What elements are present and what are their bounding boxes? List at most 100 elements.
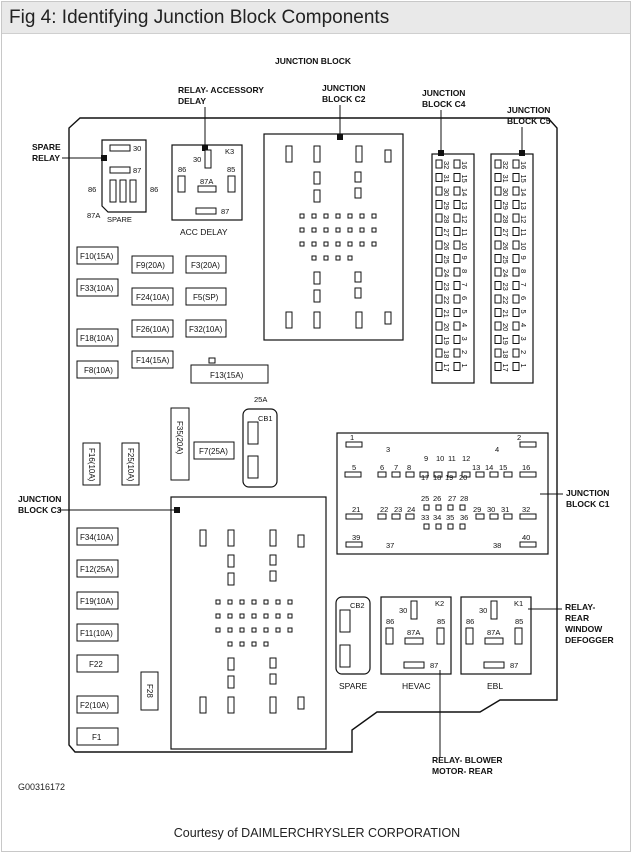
c1-pin-number: 33 <box>421 513 429 522</box>
connector-pin-number: 17 <box>501 364 510 372</box>
ebl-pin-87: 87 <box>510 661 518 670</box>
c1-pin-number: 5 <box>352 463 356 472</box>
connector-pin <box>512 308 520 317</box>
connector-pin-number: 23 <box>442 283 451 291</box>
connector-pin-number: 19 <box>501 337 510 345</box>
fuse-f2 <box>76 695 119 714</box>
c1-pin-number: 17 <box>421 473 429 482</box>
junction-block-c1-label: JUNCTION <box>566 488 609 498</box>
c1-pin-number: 27 <box>448 494 456 503</box>
connector-pin-number: 29 <box>442 202 451 210</box>
fuse-f35 <box>170 407 190 481</box>
ebl-pin-87a: 87A <box>487 628 500 637</box>
connector-pin <box>435 186 443 196</box>
connector-pin-number: 20 <box>442 323 451 331</box>
c1-pin-number: 15 <box>499 463 507 472</box>
connector-pin-number: 29 <box>501 202 510 210</box>
connector-pin <box>435 173 443 182</box>
circuit-breaker-cb1: CB1 <box>242 408 278 488</box>
fuse-f2-label: F2(10A) <box>80 701 109 710</box>
connector-pin-number: 1 <box>519 364 528 368</box>
connector-pin <box>453 213 461 223</box>
connector-pin <box>453 240 461 250</box>
connector-pin-number: 25 <box>501 256 510 264</box>
connector-pin <box>453 254 461 263</box>
spare-relay-name: SPARE <box>107 215 132 224</box>
acc-delay-relay: K3 30 86 87A 85 87 ACC DELAY <box>171 144 243 237</box>
fuse-f28-label: F28 <box>145 684 154 698</box>
junction-block-c4-label: JUNCTION <box>422 88 465 98</box>
c1-pin-number: 7 <box>394 463 398 472</box>
connector-pin-number: 14 <box>519 188 528 196</box>
connector-pin-number: 31 <box>501 175 510 183</box>
hevac-pin-85: 85 <box>437 617 445 626</box>
connector-pin-number: 1 <box>460 364 469 368</box>
acc-delay-pin-87: 87 <box>221 207 229 216</box>
connector-pin-number: 18 <box>501 350 510 358</box>
c1-pin-number: 29 <box>473 505 481 514</box>
connector-pin <box>453 308 461 317</box>
fuse-group-upper: F10(15A) F9(20A) F3(20A) F33(10A) F24(10… <box>76 246 269 384</box>
connector-pin <box>494 200 502 209</box>
connector-pin <box>435 281 443 290</box>
fuse-f18-label: F18(10A) <box>80 334 114 343</box>
spare-relay-pin-30: 30 <box>133 144 141 153</box>
junction-block-c5-label: JUNCTION <box>507 105 550 115</box>
ebl-relay: K1 30 86 87A 85 87 EBL <box>460 596 532 691</box>
connector-pin <box>494 308 502 317</box>
fuse-f1-label: F1 <box>92 733 102 742</box>
fuse-f7-label: F7(25A) <box>199 447 228 456</box>
fuse-f10-label: F10(15A) <box>80 252 114 261</box>
connector-pin <box>512 159 520 169</box>
figure-code: G00316172 <box>18 782 66 792</box>
c1-pin-number: 18 <box>433 473 441 482</box>
connector-c1 <box>336 432 549 555</box>
fuse-f13-tab <box>208 357 216 364</box>
fuse-f7 <box>193 441 235 460</box>
fuse-f22 <box>76 654 119 673</box>
c1-pin-number: 25 <box>421 494 429 503</box>
acc-delay-pin-87a: 87A <box>200 177 213 186</box>
c1-pin-number: 32 <box>522 505 530 514</box>
connector-pin <box>435 254 443 263</box>
fuse-f32 <box>185 319 227 338</box>
connector-pin-number: 15 <box>519 175 528 183</box>
connector-pin <box>494 348 502 358</box>
connector-pin <box>435 321 443 331</box>
connector-pin-number: 30 <box>501 188 510 196</box>
connector-pin <box>494 267 502 277</box>
spare-relay-pin-86b: 86 <box>150 185 158 194</box>
connector-pin <box>435 335 443 344</box>
connector-pin <box>453 321 461 331</box>
courtesy-line: Courtesy of DAIMLERCHRYSLER CORPORATION <box>173 826 461 840</box>
defogger-label-4: DEFOGGER <box>565 635 614 645</box>
fuse-f33 <box>76 278 119 297</box>
connector-pin <box>453 200 461 209</box>
fuse-f24 <box>131 287 174 306</box>
connector-pin <box>453 173 461 182</box>
connector-pin <box>494 362 502 371</box>
blower-relay-label: RELAY- BLOWER <box>432 755 503 765</box>
connector-pin-number: 26 <box>501 242 510 250</box>
spare-relay-label-2: RELAY <box>32 153 60 163</box>
connector-pin-number: 25 <box>442 256 451 264</box>
connector-pin-number: 4 <box>460 323 469 327</box>
ebl-relay-name: K1 <box>514 599 523 608</box>
cb1-rating: 25A <box>254 395 267 404</box>
c1-pin-number: 37 <box>386 541 394 550</box>
connector-pin-number: 16 <box>460 161 469 169</box>
connector-pin <box>435 200 443 209</box>
connector-pin <box>494 321 502 331</box>
connector-pin-number: 9 <box>519 256 528 260</box>
connector-pin <box>453 362 461 371</box>
connector-pin-number: 3 <box>460 337 469 341</box>
junction-block-c3-label-2: BLOCK C3 <box>18 505 62 515</box>
cb2-label: CB2 <box>350 601 365 610</box>
connector-c3 <box>170 496 327 750</box>
connector-pin-number: 32 <box>442 161 451 169</box>
connector-pin <box>435 294 443 304</box>
fuse-f13 <box>190 364 269 384</box>
